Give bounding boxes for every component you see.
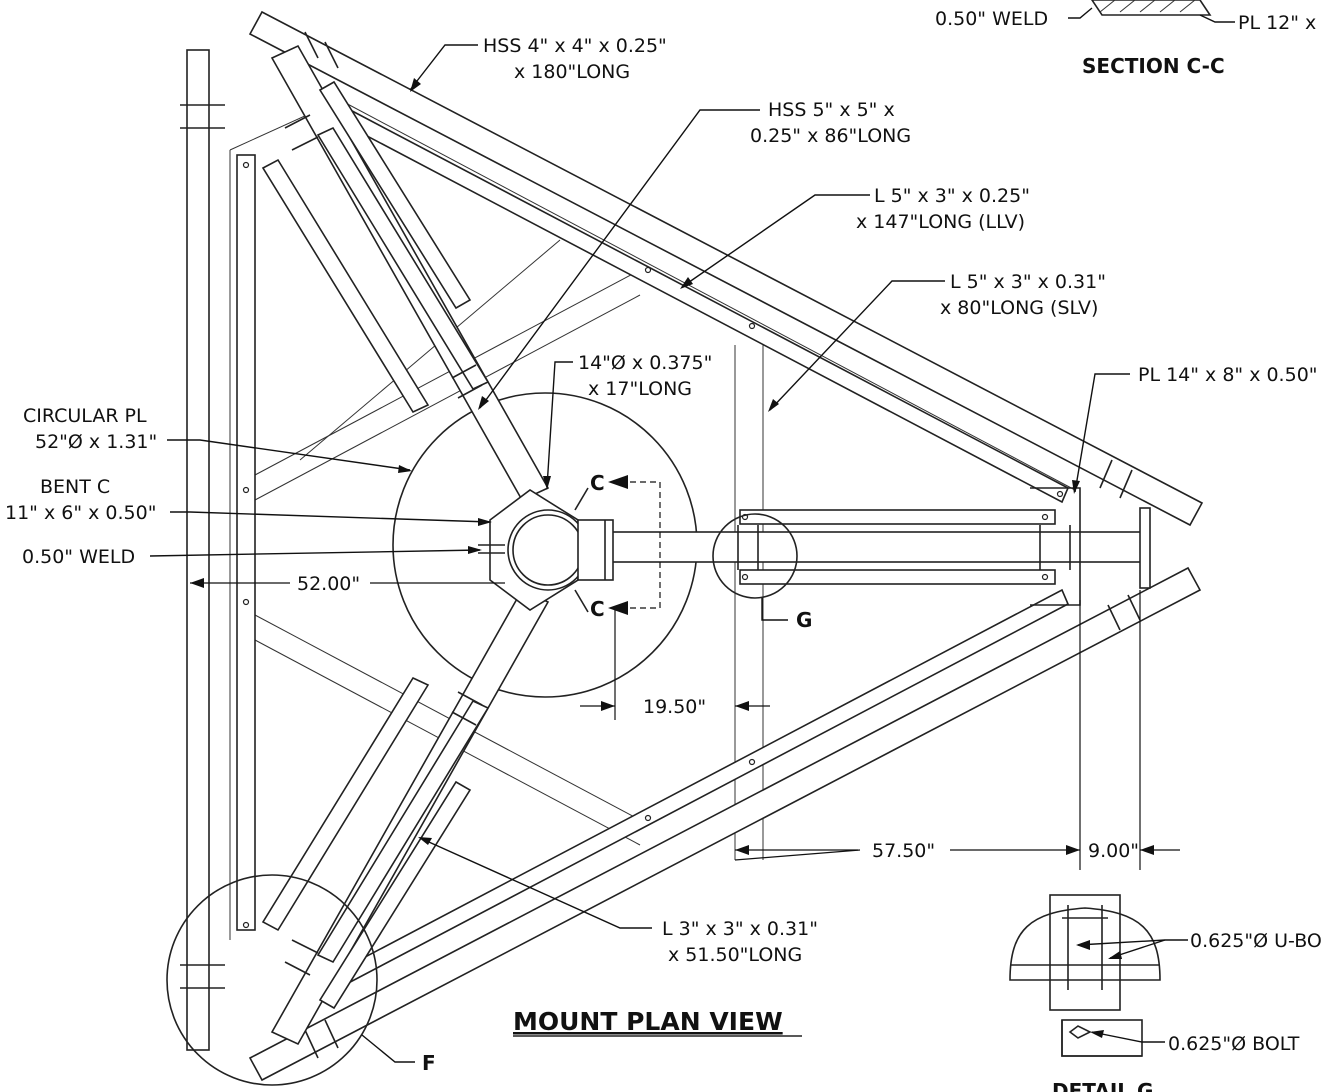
callout-hss5-line2: 0.25" x 86"LONG	[750, 125, 911, 147]
detail-bolt-label: 0.625"Ø BOLT	[1168, 1033, 1300, 1055]
section-c-c-view	[1068, 0, 1235, 23]
dim-52: 52.00"	[297, 573, 360, 595]
bottom-hss-member	[248, 566, 1202, 1082]
left-hss-member	[180, 49, 256, 1051]
dim-9-00: 9.00"	[1088, 840, 1139, 862]
detail-marker-f: F	[422, 1051, 436, 1075]
callout-weld: 0.50" WELD	[22, 546, 135, 568]
callout-angle-line1: L 3" x 3" x 0.31"	[662, 918, 818, 940]
detail-g-circle	[712, 513, 798, 599]
callout-pipe-line2: x 17"LONG	[588, 378, 692, 400]
callout-circ-line2: 52"Ø x 1.31"	[35, 431, 157, 453]
callout-hss4-line1: HSS 4" x 4" x 0.25"	[483, 35, 667, 57]
callout-bent-line2: 11" x 6" x 0.50"	[5, 502, 156, 524]
section-title: SECTION C-C	[1082, 54, 1225, 78]
section-plate-label: PL 12" x	[1238, 12, 1316, 34]
detail-ubolt-label: 0.625"Ø U-BO	[1190, 930, 1322, 952]
callout-hss4-line2: x 180"LONG	[514, 61, 630, 83]
callout-llv-line2: x 147"LONG (LLV)	[856, 211, 1025, 233]
detail-title: DETAIL G	[1052, 1079, 1153, 1092]
section-weld-label: 0.50" WELD	[935, 8, 1048, 30]
section-marker-top: C	[590, 471, 605, 495]
right-arm	[606, 487, 1151, 606]
callout-pipe-line1: 14"Ø x 0.375"	[578, 352, 712, 374]
callout-angle-line2: x 51.50"LONG	[668, 944, 802, 966]
callout-bent-line1: BENT C	[40, 476, 110, 498]
detail-marker-g: G	[796, 608, 812, 632]
callout-circ-line1: CIRCULAR PL	[23, 405, 147, 427]
section-marker-bottom: C	[590, 597, 605, 621]
top-hss-member	[248, 10, 1204, 527]
callout-pl14: PL 14" x 8" x 0.50"	[1138, 364, 1318, 386]
section-cut-line	[608, 475, 661, 615]
lower-left-arm	[261, 588, 550, 1046]
callout-hss5-line1: HSS 5" x 5" x	[768, 99, 895, 121]
page-title: MOUNT PLAN VIEW	[513, 1007, 783, 1036]
callout-leaders	[149, 44, 1130, 929]
dim-57-50: 57.50"	[872, 840, 935, 862]
dimension-lines	[190, 578, 1180, 870]
detail-g-view	[1009, 894, 1188, 1057]
upper-left-arm	[261, 44, 550, 502]
sub-frame-lines	[229, 99, 1076, 940]
callout-slv-line2: x 80"LONG (SLV)	[940, 297, 1098, 319]
dim-19-50: 19.50"	[643, 696, 706, 718]
detail-f-circle	[166, 874, 378, 1086]
callout-slv-line1: L 5" x 3" x 0.31"	[950, 271, 1106, 293]
callout-llv-line1: L 5" x 3" x 0.25"	[874, 185, 1030, 207]
center-pipe	[478, 487, 614, 613]
